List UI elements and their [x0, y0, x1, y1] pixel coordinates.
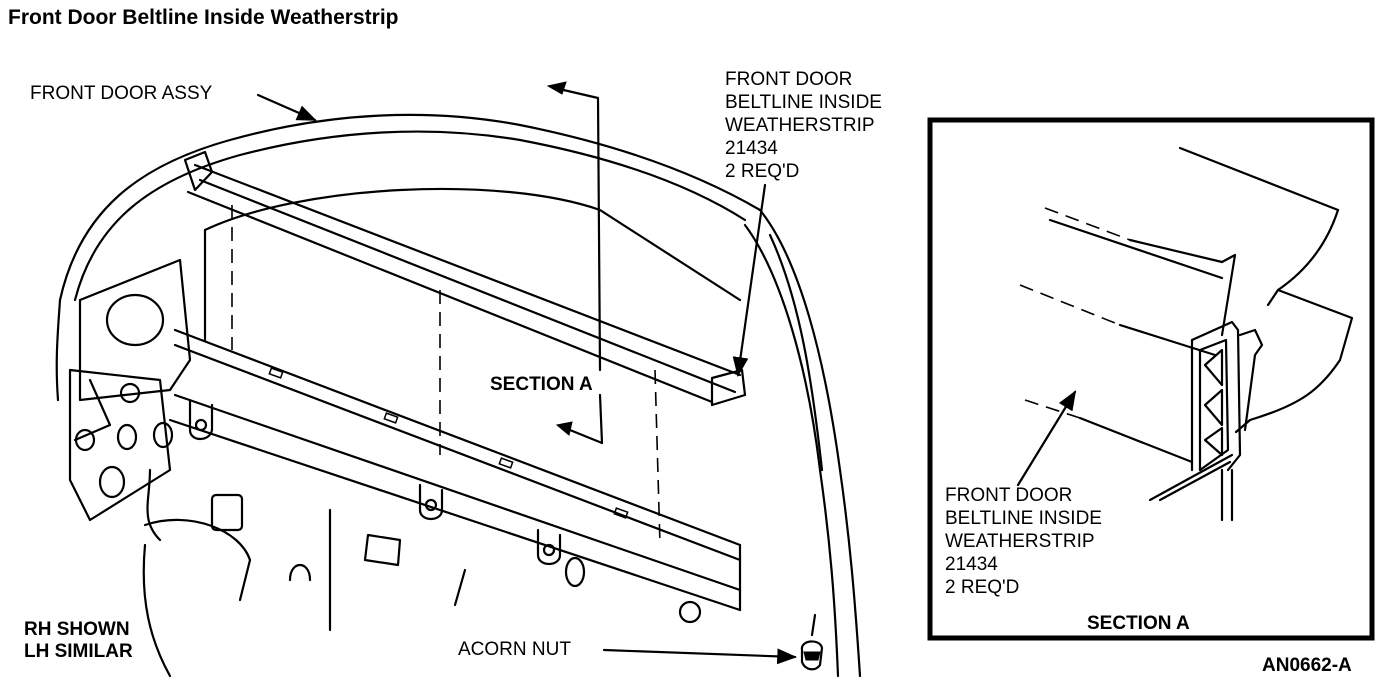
lh-similar-note: LH SIMILAR	[24, 641, 133, 662]
section-a-detail-label: SECTION A	[1087, 613, 1190, 634]
callout-top-line-5: 2 REQ'D	[725, 161, 800, 182]
callout-detail-line-1: FRONT DOOR	[945, 485, 1073, 506]
callout-detail-line-2: BELTLINE INSIDE	[945, 508, 1102, 529]
front-door-assy-label: FRONT DOOR ASSY	[30, 83, 213, 104]
section-a-main-label: SECTION A	[490, 374, 593, 395]
weatherstrip-bar	[183, 150, 747, 407]
section-a-detail	[927, 117, 1375, 641]
page-title: Front Door Beltline Inside Weatherstrip	[8, 6, 399, 29]
callout-detail-line-5: 2 REQ'D	[945, 577, 1020, 598]
rh-shown-note: RH SHOWN	[24, 619, 130, 640]
callout-top-line-3: WEATHERSTRIP	[725, 115, 875, 136]
callout-top-line-4: 21434	[725, 138, 778, 159]
callout-detail-line-3: WEATHERSTRIP	[945, 531, 1095, 552]
figure-id: AN0662-A	[1262, 655, 1352, 676]
weatherstrip-callout-top: FRONT DOOR BELTLINE INSIDE WEATHERSTRIP …	[725, 68, 882, 183]
door-inner-panel	[68, 258, 824, 678]
weatherstrip-callout-detail: FRONT DOOR BELTLINE INSIDE WEATHERSTRIP …	[945, 484, 1102, 599]
beltline-channel	[168, 328, 742, 612]
callout-detail-line-4: 21434	[945, 554, 998, 575]
callout-top-line-2: BELTLINE INSIDE	[725, 92, 882, 113]
acorn-nut-label: ACORN NUT	[458, 639, 571, 660]
leader-lines	[256, 81, 797, 665]
door-frame	[55, 113, 862, 678]
callout-top-line-1: FRONT DOOR	[725, 69, 853, 90]
section-dashes	[231, 205, 661, 546]
